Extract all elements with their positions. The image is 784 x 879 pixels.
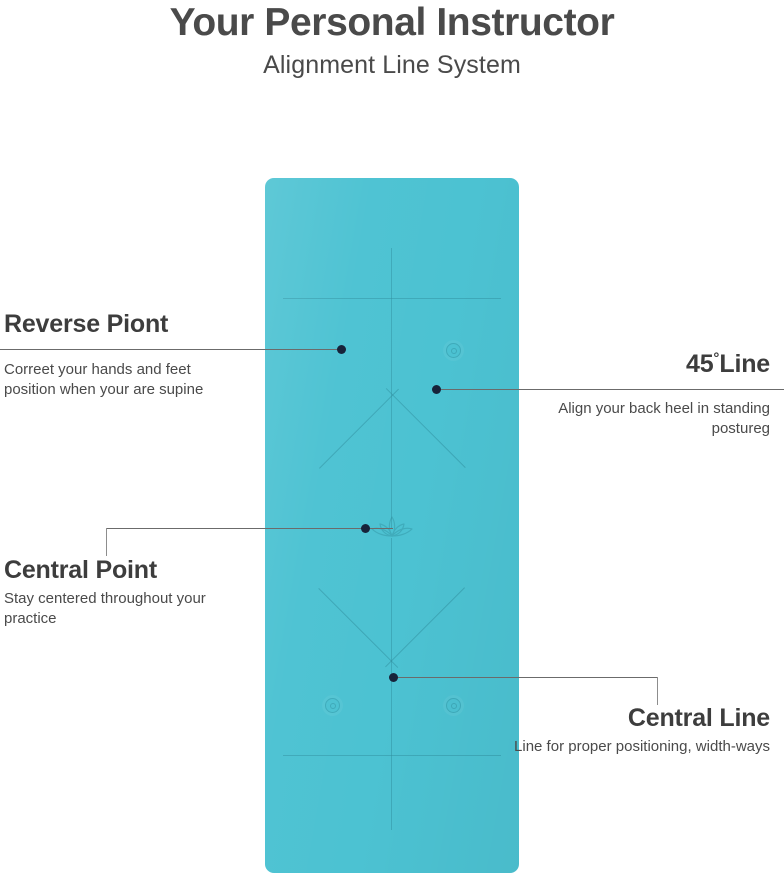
callout-central-point-dot — [361, 524, 370, 533]
mat-horizontal-line-upper — [283, 298, 501, 299]
callout-reverse-point-description: Correet your hands and feet position whe… — [4, 361, 204, 398]
callout-45-line: 45°Line — [430, 350, 770, 378]
page-subtitle: Alignment Line System — [263, 51, 521, 80]
callout-reverse-point-dot — [337, 345, 346, 354]
degree-symbol-icon: ° — [713, 350, 720, 367]
callout-central-point-description: Stay centered throughout your practice — [4, 590, 206, 627]
callout-central-point-leader-line — [106, 528, 393, 529]
callout-45-line-description: Align your back heel in standing posture… — [558, 400, 770, 437]
callout-central-point-leader-elbow — [106, 528, 107, 556]
callout-45-line-leader-line — [436, 389, 784, 390]
mat-vertical-center-line-upper — [391, 248, 392, 528]
mat-diagonal-line-lower-right — [385, 587, 465, 668]
callout-reverse-point-title: Reverse Piont — [4, 310, 169, 338]
callout-central-line-leader-line — [393, 677, 657, 678]
page-header: Your Personal Instructor Alignment Line … — [0, 0, 784, 80]
callout-central-point: Central Point Stay centered throughout y… — [4, 556, 304, 629]
mat-horizontal-line-lower — [283, 755, 501, 756]
callout-45-line-suffix: Line — [719, 350, 770, 378]
callout-45-line-value: 45 — [685, 350, 714, 378]
mat-diagonal-line-lower-left — [318, 588, 399, 668]
callout-central-point-title: Central Point — [4, 556, 157, 584]
callout-central-line-title: Central Line — [627, 704, 770, 732]
yoga-mat — [265, 178, 519, 873]
mat-alignment-ring-upper-right — [446, 343, 461, 358]
callout-central-line-leader-elbow — [657, 677, 658, 705]
mat-vertical-center-line-lower — [391, 538, 392, 830]
callout-central-line-dot — [389, 673, 398, 682]
mat-alignment-ring-lower-left — [325, 698, 340, 713]
callout-reverse-point: Reverse Piont — [4, 310, 334, 338]
callout-45-line-body: Align your back heel in standing posture… — [508, 399, 770, 439]
lotus-emblem-icon — [369, 514, 415, 545]
mat-diagonal-line-upper-right — [385, 388, 466, 468]
mat-diagonal-line-upper-left — [319, 388, 399, 469]
callout-central-line: Central Line Line for proper positioning… — [420, 704, 770, 757]
mat-alignment-ring-lower-right — [446, 698, 461, 713]
callout-45-line-title: 45°Line — [430, 350, 770, 378]
page-title: Your Personal Instructor — [169, 1, 615, 44]
callout-45-line-dot — [432, 385, 441, 394]
callout-central-line-description: Line for proper positioning, width-ways — [514, 738, 770, 755]
callout-reverse-point-body: Correet your hands and feet position whe… — [4, 360, 234, 400]
callout-reverse-point-leader-line — [0, 349, 341, 350]
